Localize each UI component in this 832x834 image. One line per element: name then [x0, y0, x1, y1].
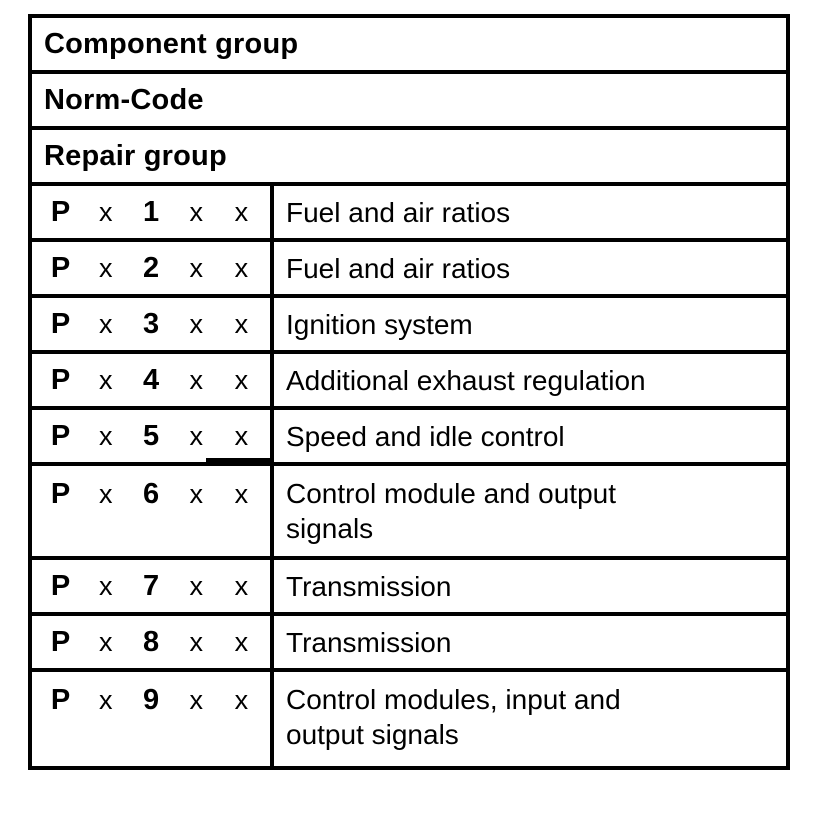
- code-char: x: [99, 309, 113, 339]
- code-char: 2: [142, 252, 160, 284]
- code-char: x: [189, 309, 203, 339]
- code-char: x: [234, 685, 249, 715]
- code-char: x: [99, 421, 113, 451]
- code-char: P: [50, 684, 71, 716]
- code-char: 6: [142, 478, 160, 510]
- code-char: x: [99, 479, 113, 509]
- description-cell: Speed and idle control: [286, 420, 565, 452]
- table-row-p7: P x 7 x x Transmission: [32, 560, 786, 616]
- code-char: P: [50, 626, 71, 658]
- table-row-p1: P x 1 x x Fuel and air ratios: [32, 186, 786, 242]
- description-cell: Transmission: [286, 570, 452, 602]
- code-char: P: [50, 252, 71, 284]
- code-char: 9: [142, 684, 160, 716]
- code-char: 5: [142, 420, 160, 452]
- code-char: x: [189, 253, 203, 283]
- code-char: P: [50, 420, 71, 452]
- code-char: x: [234, 365, 249, 395]
- code-char: 7: [142, 570, 160, 602]
- code-cell: P x 2 x x: [32, 242, 274, 294]
- table-row-p6: P x 6 x x Control module and output sign…: [32, 466, 786, 560]
- code-char: x: [99, 253, 113, 283]
- code-char: P: [50, 196, 71, 228]
- header-row-component-group: Component group: [32, 18, 786, 74]
- code-char: x: [234, 253, 249, 283]
- code-char: 3: [142, 308, 160, 340]
- table-row-p3: P x 3 x x Ignition system: [32, 298, 786, 354]
- code-char: x: [189, 197, 203, 227]
- code-cell: P x 8 x x: [32, 616, 274, 668]
- code-char: P: [50, 478, 71, 510]
- table-row-p4: P x 4 x x Additional exhaust regulation: [32, 354, 786, 410]
- header-label: Repair group: [44, 139, 227, 172]
- code-char: x: [189, 421, 203, 451]
- code-char: x: [189, 685, 203, 715]
- code-cell: P x 4 x x: [32, 354, 274, 406]
- code-char: x: [234, 627, 249, 657]
- code-cell: P x 1 x x: [32, 186, 274, 238]
- description-cell: Control modules, input and output signal…: [286, 684, 621, 750]
- code-char: x: [189, 571, 203, 601]
- table-row-p2: P x 2 x x Fuel and air ratios: [32, 242, 786, 298]
- code-char: x: [189, 479, 203, 509]
- code-char: x: [234, 197, 249, 227]
- table-row-p8: P x 8 x x Transmission: [32, 616, 786, 672]
- code-char: P: [50, 364, 71, 396]
- code-char: 8: [142, 626, 160, 658]
- table-row-p9: P x 9 x x Control modules, input and out…: [32, 672, 786, 766]
- code-char: 1: [142, 196, 160, 228]
- code-char: x: [99, 197, 113, 227]
- code-char: x: [189, 365, 203, 395]
- repair-group-table: Component group Norm-Code Repair group P…: [28, 14, 790, 770]
- code-cell: P x 3 x x: [32, 298, 274, 350]
- code-cell: P x 6 x x: [32, 466, 274, 556]
- code-char: x: [234, 571, 249, 601]
- header-row-repair-group: Repair group: [32, 130, 786, 186]
- code-char: P: [50, 308, 71, 340]
- table-row-p5: P x 5 x x Speed and idle control: [32, 410, 786, 466]
- code-char: x: [99, 571, 113, 601]
- description-cell: Control module and output signals: [286, 478, 616, 544]
- header-row-norm-code: Norm-Code: [32, 74, 786, 130]
- code-char: x: [234, 421, 249, 451]
- description-cell: Ignition system: [286, 308, 473, 340]
- description-cell: Fuel and air ratios: [286, 196, 511, 228]
- code-cell: P x 7 x x: [32, 560, 274, 612]
- code-char: x: [189, 627, 203, 657]
- code-char: x: [234, 479, 249, 509]
- code-char: x: [99, 365, 113, 395]
- description-cell: Fuel and air ratios: [286, 252, 511, 284]
- code-char: x: [99, 685, 113, 715]
- code-char: P: [50, 570, 71, 602]
- code-char: x: [234, 309, 249, 339]
- code-cell: P x 9 x x: [32, 672, 274, 766]
- description-cell: Transmission: [286, 626, 452, 658]
- code-cell: P x 5 x x: [32, 410, 274, 462]
- code-char: 4: [142, 364, 160, 396]
- code-char: x: [99, 627, 113, 657]
- description-cell: Additional exhaust regulation: [286, 364, 646, 396]
- header-label: Component group: [44, 27, 299, 60]
- header-label: Norm-Code: [44, 83, 204, 116]
